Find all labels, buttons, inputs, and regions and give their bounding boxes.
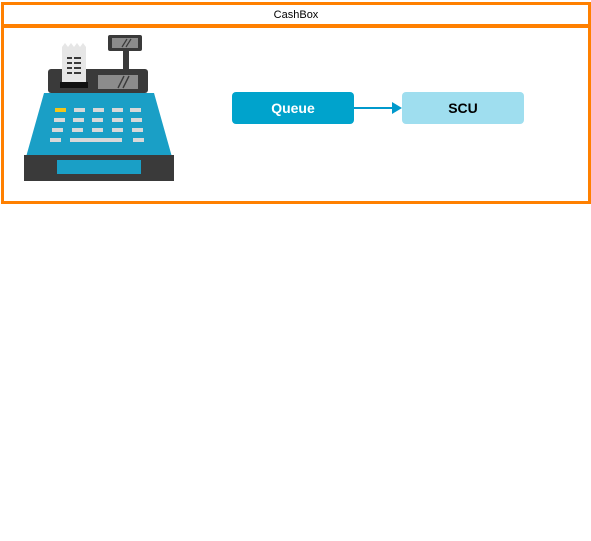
scu-node: SCU [402,92,524,124]
display-pole [123,49,129,73]
receipt-slot [60,82,88,88]
queue-node: Queue [232,92,354,124]
cashbox-title: CashBox [273,8,319,21]
cash-register-icon [24,35,174,181]
register-keypad [50,108,144,142]
register-drawer [57,160,141,174]
cashbox-title-bar: CashBox [1,2,591,27]
scu-label: SCU [448,100,478,116]
queue-to-scu-arrow [354,102,402,114]
register-body [26,93,172,157]
queue-label: Queue [271,100,315,116]
arrowhead-icon [392,102,402,114]
